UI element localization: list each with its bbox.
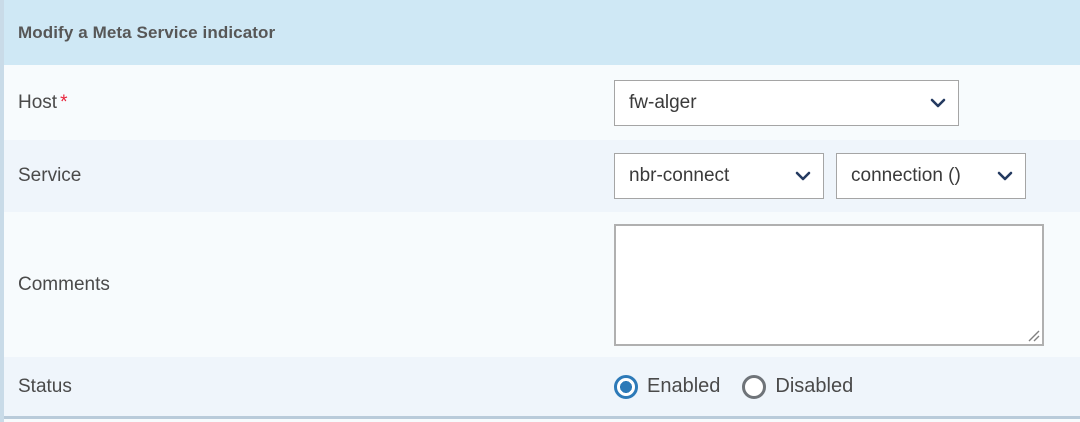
chevron-down-icon [997, 171, 1013, 181]
field-comments [614, 223, 1070, 346]
label-host-text: Host [18, 91, 58, 113]
label-comments: Comments [18, 274, 614, 296]
status-radio-group: Enabled Disabled [614, 374, 854, 399]
form-row-comments: Comments [4, 212, 1080, 357]
radio-unselected-icon[interactable] [742, 374, 767, 399]
form-row-status: Status Enabled Disabled [4, 357, 1080, 419]
comments-textarea-value [616, 226, 1042, 238]
form-row-service: Service nbr-connect connection () [4, 140, 1080, 212]
comments-textarea[interactable] [614, 223, 1044, 346]
label-service-text: Service [18, 165, 82, 186]
chevron-down-icon [795, 171, 811, 181]
field-host: fw-alger [614, 79, 1070, 126]
metric-select-value: connection () [851, 165, 961, 186]
service-select[interactable]: nbr-connect [614, 153, 824, 199]
field-service: nbr-connect connection () [614, 153, 1070, 199]
label-comments-text: Comments [18, 273, 110, 295]
status-radio-disabled[interactable]: Disabled [742, 374, 854, 399]
resize-handle-icon[interactable] [1024, 326, 1040, 342]
status-radio-enabled-label: Enabled [647, 375, 721, 397]
panel-header: Modify a Meta Service indicator [4, 0, 1080, 65]
label-host: Host* [18, 92, 614, 114]
required-asterisk-icon: * [60, 91, 68, 113]
host-select-value: fw-alger [629, 91, 697, 113]
page-title: Modify a Meta Service indicator [18, 22, 276, 42]
form-row-host: Host* fw-alger [4, 65, 1080, 140]
service-select-value: nbr-connect [629, 165, 730, 186]
status-radio-enabled[interactable]: Enabled [614, 374, 721, 399]
label-status-text: Status [18, 375, 72, 397]
metric-select[interactable]: connection () [836, 153, 1026, 199]
status-radio-disabled-label: Disabled [775, 375, 854, 397]
field-status: Enabled Disabled [614, 374, 1070, 399]
host-select[interactable]: fw-alger [614, 79, 959, 126]
radio-selected-icon[interactable] [614, 374, 638, 399]
label-status: Status [18, 376, 614, 398]
label-service: Service [18, 165, 614, 187]
chevron-down-icon [930, 98, 946, 107]
